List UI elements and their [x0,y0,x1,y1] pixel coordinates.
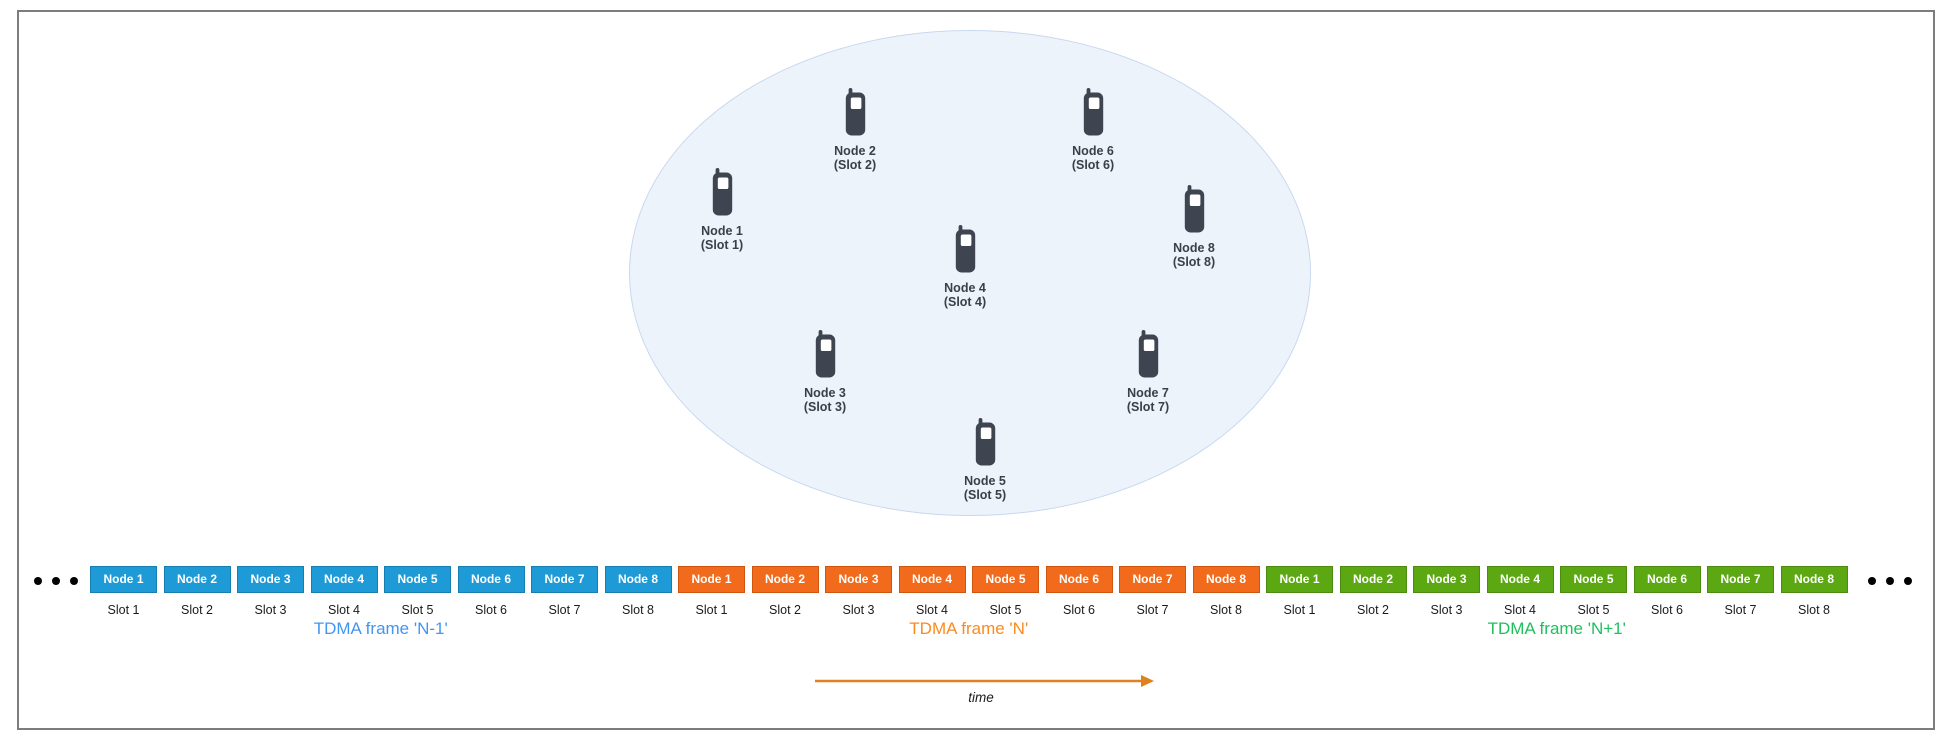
tdma-slot-box: Node 2 [163,566,231,593]
tdma-slot-box: Node 3 [237,566,304,593]
tdma-slot-box: Node 4 [1486,566,1554,593]
slot-number-label: Slot 6 [1063,603,1095,617]
ellipsis-dot [34,577,42,585]
network-node-7: Node 7(Slot 7) [1093,330,1203,414]
mobile-phone-icon [1138,330,1158,378]
node-name-label: Node 5 [964,474,1006,488]
diagram-border [17,10,1935,730]
ellipsis-dot [1868,577,1876,585]
left-ellipsis [34,577,78,585]
slot-number-label: Slot 6 [1651,603,1683,617]
network-node-6: Node 6(Slot 6) [1038,88,1148,172]
slot-number-label: Slot 8 [622,603,654,617]
slot-number-label: Slot 8 [1210,603,1242,617]
tdma-slot-box: Node 2 [751,566,819,593]
slot-number-label: Slot 2 [1357,603,1389,617]
tdma-slot-box: Node 5 [1560,566,1627,593]
node-slot-label: (Slot 4) [943,295,987,309]
tdma-slot-box: Node 4 [898,566,966,593]
network-node-2: Node 2(Slot 2) [800,88,910,172]
slot-number-label: Slot 4 [916,603,948,617]
right-ellipsis [1868,577,1912,585]
slot-number-label: Slot 5 [989,603,1022,617]
slot-number-label: Slot 8 [1798,603,1830,617]
ellipsis-dot [52,577,60,585]
time-axis-arrow [815,675,1154,687]
mobile-phone-icon [975,418,995,466]
slot-number-label: Slot 5 [1577,603,1610,617]
tdma-slot-box: Node 5 [384,566,451,593]
node-name-label: Node 4 [944,281,986,295]
slot-number-label: Slot 3 [842,603,875,617]
tdma-slot-box: Node 8 [1780,566,1848,593]
network-node-5: Node 5(Slot 5) [930,418,1040,502]
node-name-label: Node 8 [1173,241,1215,255]
tdma-slot-box: Node 7 [1707,566,1774,593]
tdma-slot-box: Node 7 [1119,566,1186,593]
tdma-slot-box: Node 3 [1413,566,1480,593]
network-node-1: Node 1(Slot 1) [667,168,777,252]
slot-number-label: Slot 1 [107,603,140,617]
node-slot-label: (Slot 3) [803,400,847,414]
tdma-slot-box: Node 8 [604,566,672,593]
slot-number-label: Slot 7 [1136,603,1169,617]
tdma-slot-box: Node 6 [1633,566,1701,593]
node-slot-label: (Slot 1) [700,238,744,252]
network-node-8: Node 8(Slot 8) [1139,185,1249,269]
network-coverage-ellipse [629,30,1311,516]
tdma-slot-box: Node 6 [1045,566,1113,593]
slot-number-label: Slot 1 [1283,603,1316,617]
mobile-phone-icon [955,225,975,273]
tdma-slot-box: Node 1 [678,566,745,593]
slot-number-label: Slot 1 [695,603,728,617]
tdma-slot-box: Node 2 [1339,566,1407,593]
node-name-label: Node 7 [1127,386,1169,400]
tdma-frame-label: TDMA frame 'N+1' [1487,619,1626,638]
slot-number-label: Slot 5 [401,603,434,617]
slot-number-label: Slot 4 [328,603,360,617]
network-node-3: Node 3(Slot 3) [770,330,880,414]
node-slot-label: (Slot 6) [1071,158,1115,172]
slot-number-label: Slot 7 [548,603,581,617]
tdma-frame-label: TDMA frame 'N' [909,619,1029,638]
node-name-label: Node 3 [804,386,846,400]
tdma-slot-box: Node 5 [972,566,1039,593]
tdma-slot-box: Node 1 [1266,566,1333,593]
node-name-label: Node 1 [701,224,743,238]
slot-number-label: Slot 6 [475,603,507,617]
slot-number-label: Slot 3 [254,603,287,617]
mobile-phone-icon [815,330,835,378]
slot-number-label: Slot 2 [769,603,801,617]
mobile-phone-icon [845,88,865,136]
node-name-label: Node 6 [1072,144,1114,158]
tdma-slot-box: Node 4 [310,566,378,593]
slot-number-label: Slot 4 [1504,603,1536,617]
node-slot-label: (Slot 8) [1172,255,1216,269]
slot-number-label: Slot 3 [1430,603,1463,617]
ellipsis-dot [1886,577,1894,585]
mobile-phone-icon [712,168,732,216]
network-node-4: Node 4(Slot 4) [910,225,1020,309]
slot-number-label: Slot 7 [1724,603,1757,617]
slot-number-label: Slot 2 [181,603,213,617]
tdma-slot-box: Node 6 [457,566,525,593]
tdma-slot-box: Node 7 [531,566,598,593]
ellipsis-dot [70,577,78,585]
mobile-phone-icon [1184,185,1204,233]
tdma-slot-box: Node 3 [825,566,892,593]
tdma-slot-box: Node 8 [1192,566,1260,593]
mobile-phone-icon [1083,88,1103,136]
time-axis-label: time [968,690,994,705]
tdma-frame-label: TDMA frame 'N-1' [313,619,448,638]
node-slot-label: (Slot 5) [963,488,1007,502]
node-name-label: Node 2 [834,144,876,158]
tdma-slot-box: Node 1 [90,566,157,593]
node-slot-label: (Slot 2) [833,158,877,172]
node-slot-label: (Slot 7) [1126,400,1170,414]
ellipsis-dot [1904,577,1912,585]
